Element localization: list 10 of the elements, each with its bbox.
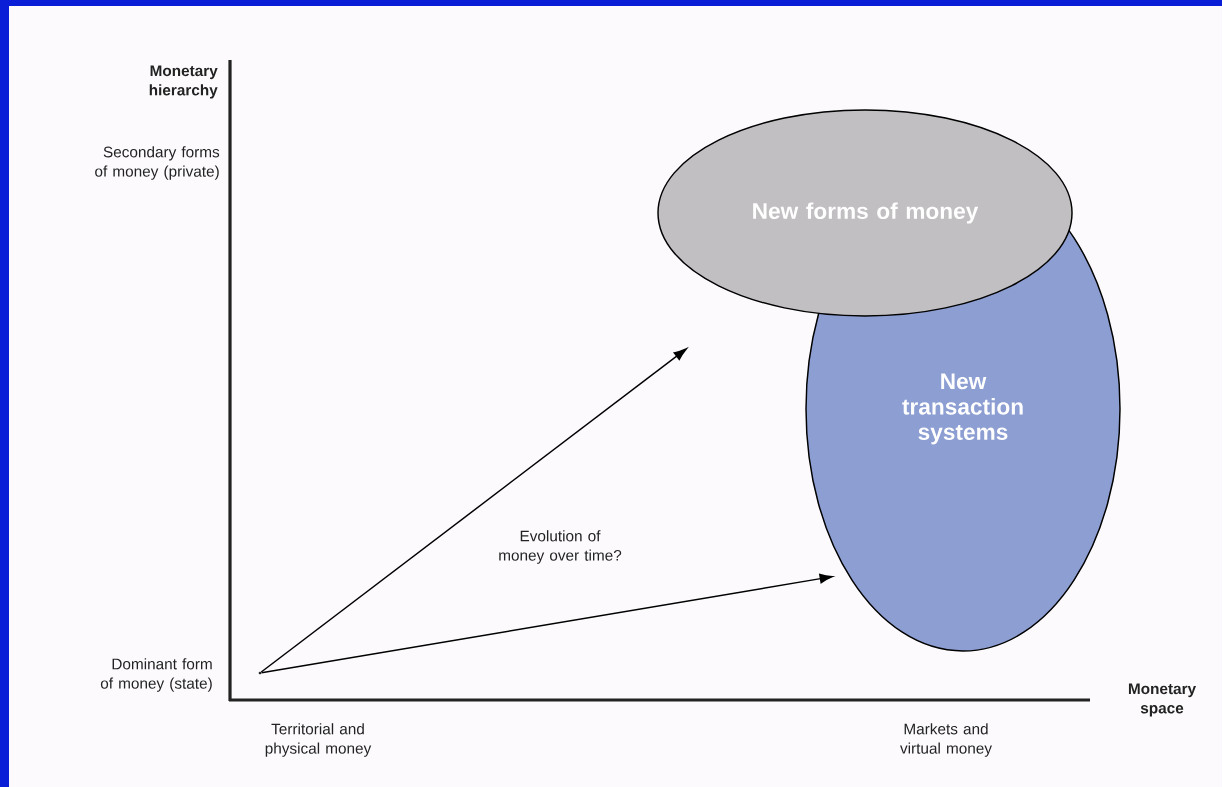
axis-title: Monetary space	[1128, 683, 1196, 717]
origin-point	[258, 671, 262, 675]
axis-title: Monetary hierarchy	[149, 65, 218, 99]
axis-label: Markets and virtual money	[900, 723, 992, 757]
axis-label: Territorial and physical money	[265, 723, 372, 757]
annotation-text: Evolution of money over time?	[499, 530, 622, 564]
axis-label: Dominant form of money (state)	[100, 658, 212, 692]
arrow	[260, 348, 687, 673]
arrow	[260, 573, 833, 674]
axis-label: Secondary forms of money (private)	[95, 146, 220, 180]
